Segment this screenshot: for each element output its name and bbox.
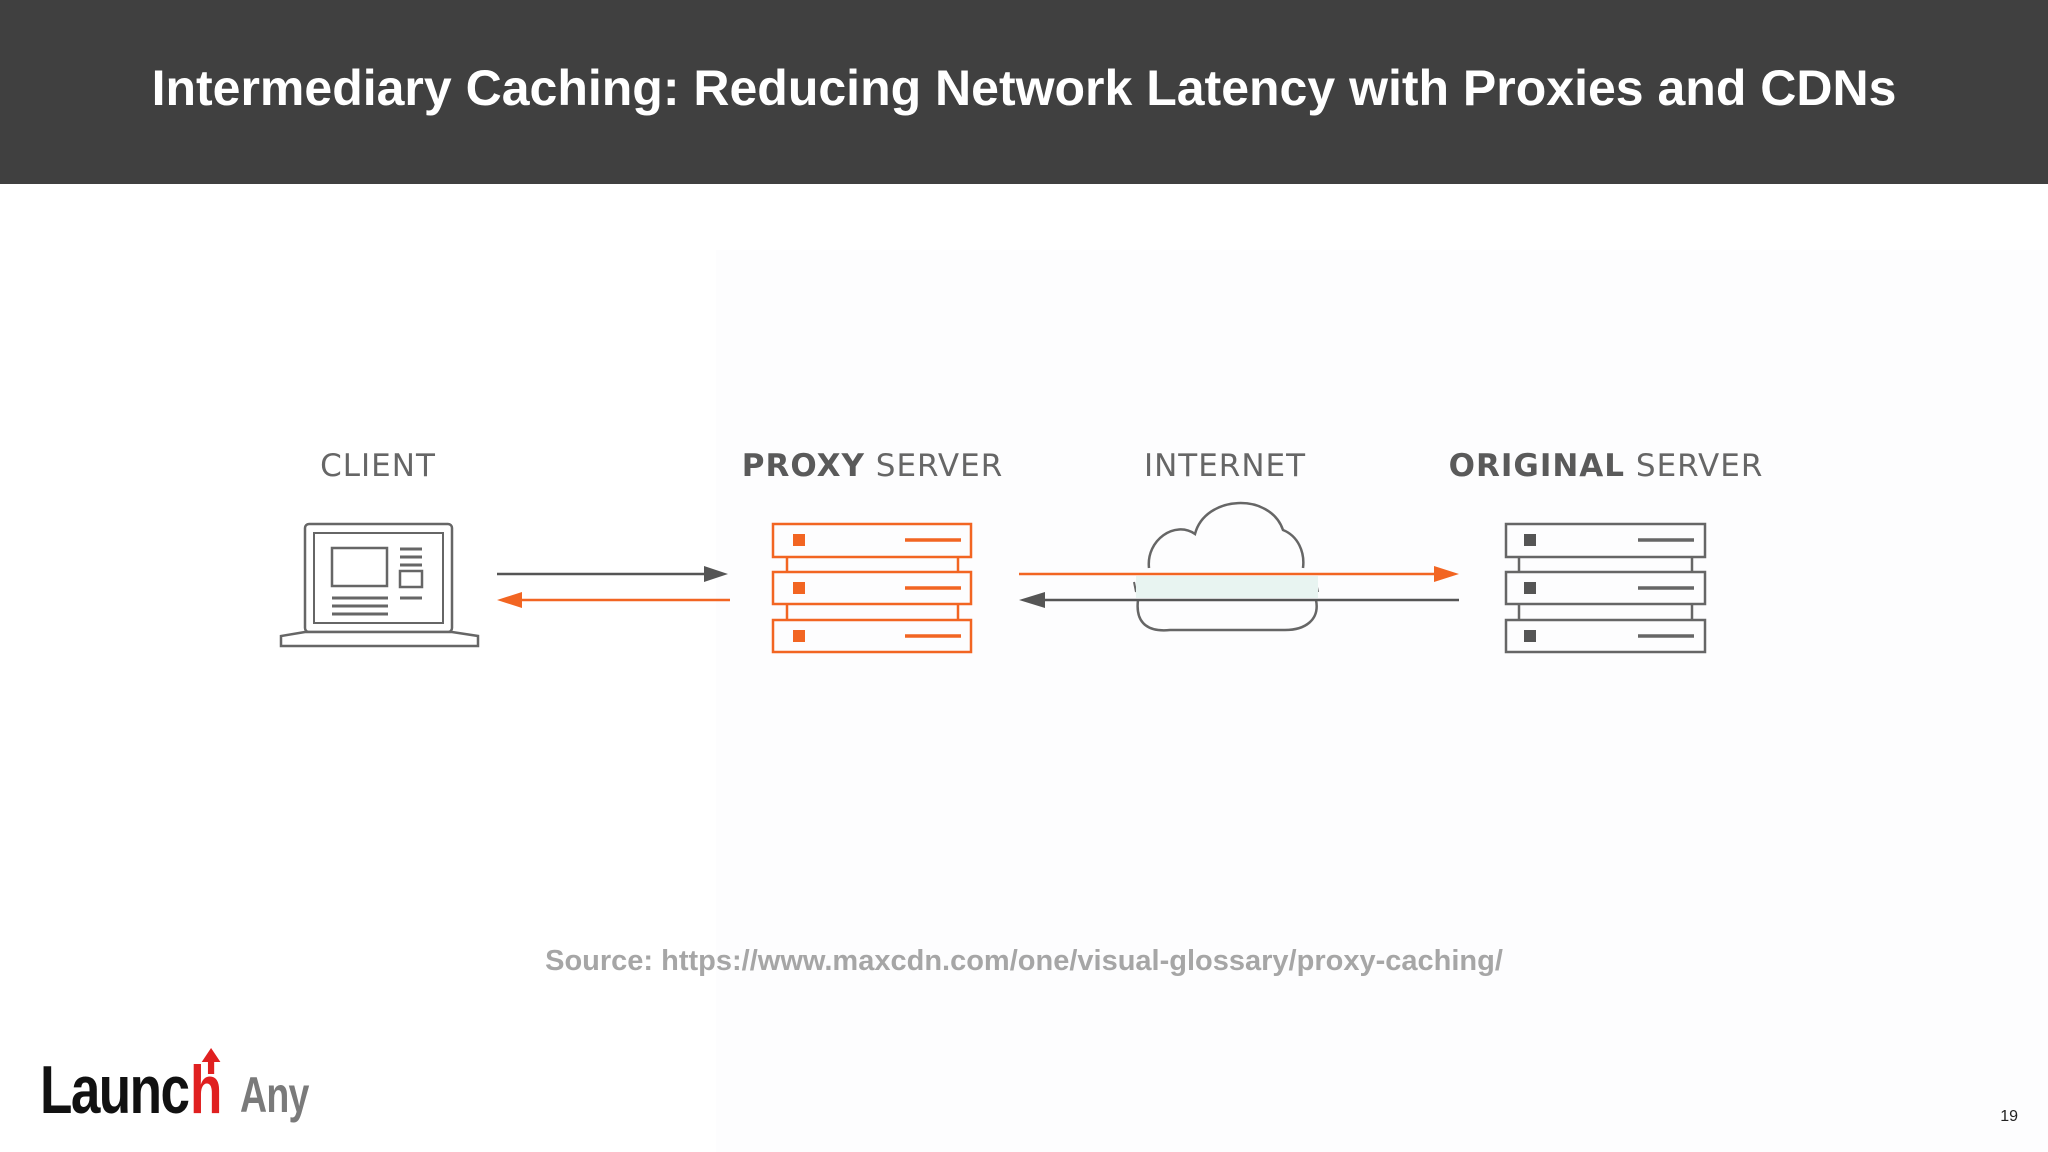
client-label: CLIENT (320, 448, 436, 484)
logo-up-arrow-icon (201, 1048, 221, 1074)
diagram-background (716, 250, 2048, 1152)
laptop-icon (279, 522, 480, 648)
proxy-label-light: SERVER (864, 448, 1004, 484)
logo-text-any: Any (240, 1067, 309, 1123)
cloud-icon (1133, 501, 1319, 632)
origin-label-bold: ORIGINAL (1448, 448, 1626, 484)
logo-text-launc: Launc (40, 1052, 190, 1128)
proxy-server-icon (771, 522, 973, 654)
proxy-to-client-arrow (497, 592, 730, 608)
origin-label-light: SERVER (1625, 448, 1764, 484)
proxy-server-label: PROXY SERVER (735, 446, 1010, 486)
slide-header: Intermediary Caching: Reducing Network L… (0, 0, 2048, 184)
cloud-tunnel-fill (1136, 576, 1318, 598)
source-citation: Source: https://www.maxcdn.com/one/visua… (545, 945, 1503, 977)
slide-title: Intermediary Caching: Reducing Network L… (151, 60, 1897, 116)
client-to-proxy-arrow (497, 566, 728, 582)
logo-text-h: h (190, 1052, 222, 1128)
origin-to-proxy-arrow (1019, 592, 1459, 608)
original-server-label: ORIGINAL SERVER (1445, 446, 1767, 486)
original-server-icon (1504, 522, 1707, 654)
proxy-to-origin-arrow (1019, 566, 1459, 582)
logo-h-with-arrow: h (190, 1048, 229, 1130)
internet-label: INTERNET (1143, 448, 1307, 484)
proxy-label-bold: PROXY (741, 448, 865, 484)
page-number: 19 (2000, 1108, 2018, 1125)
